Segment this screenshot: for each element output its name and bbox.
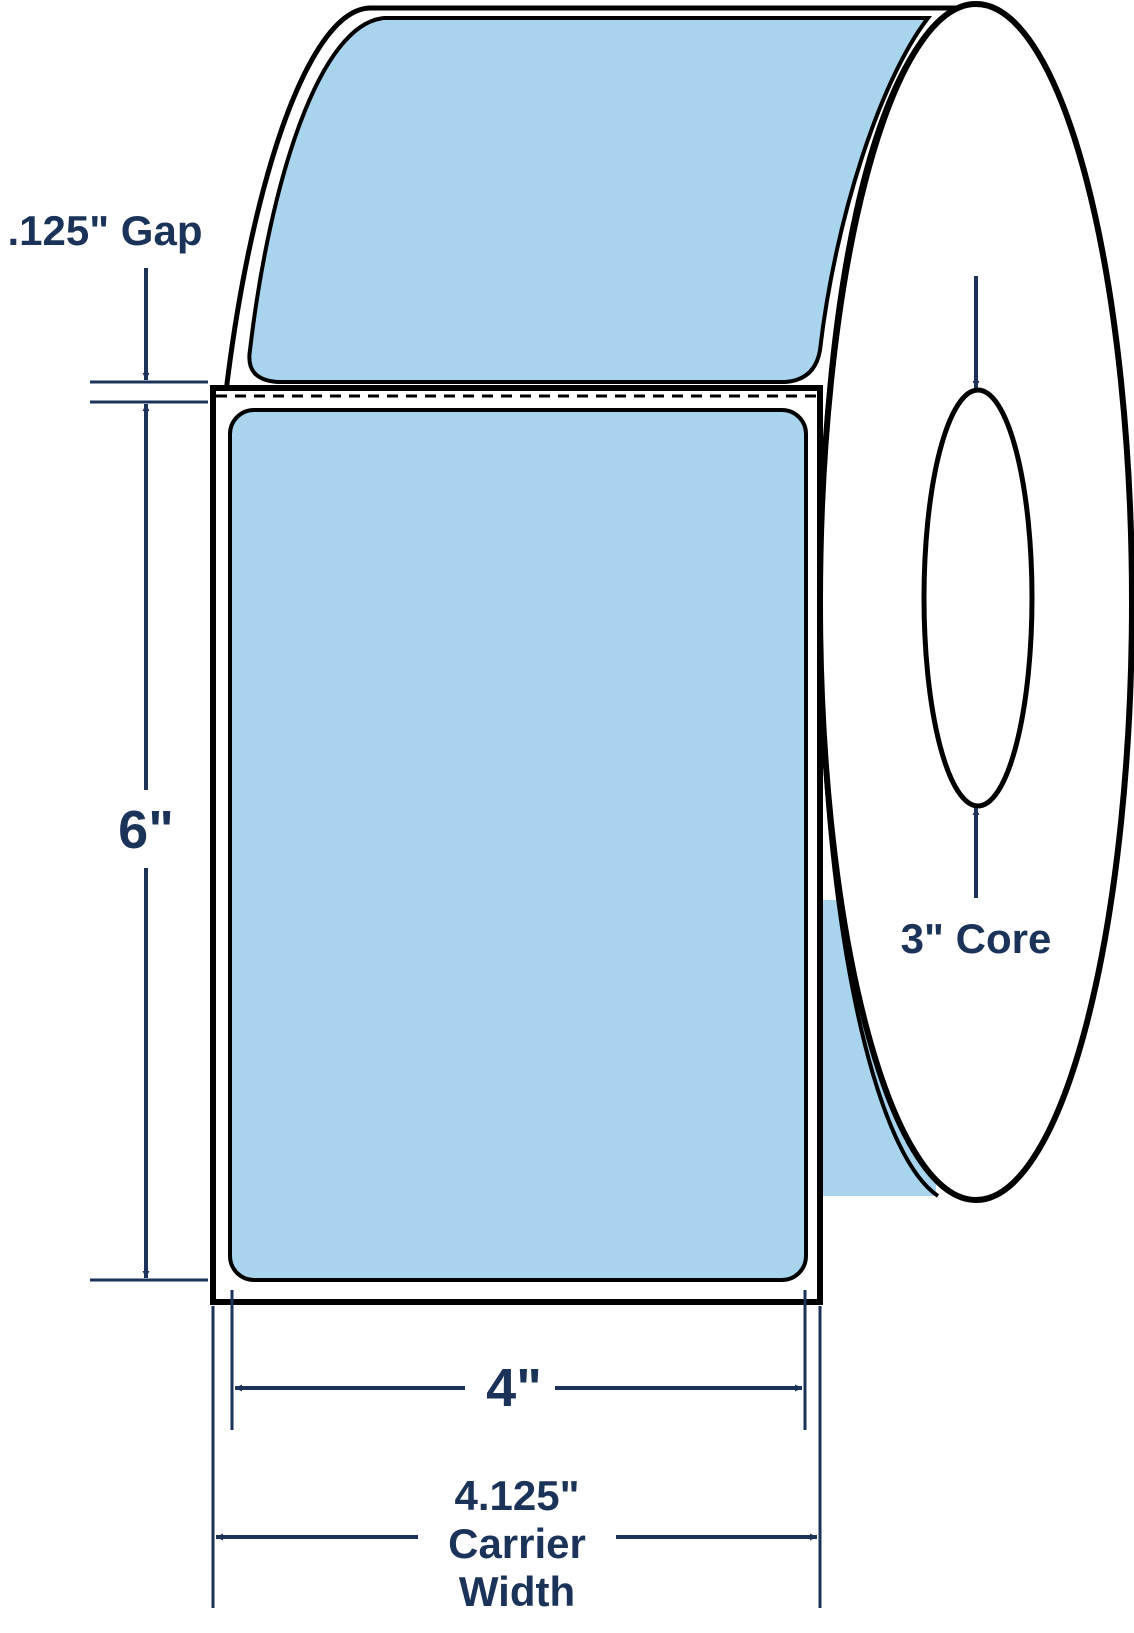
- carrier-width-label-line2: Carrier: [448, 1520, 586, 1567]
- carrier-width-label-line1: 4.125": [454, 1472, 579, 1519]
- main-label: [228, 408, 808, 1282]
- top-label: [247, 16, 933, 384]
- label-width-label: 4": [486, 1358, 542, 1418]
- carrier-width-label-line3: Width: [459, 1568, 575, 1615]
- core-hole: [921, 387, 1035, 809]
- height-label: 6": [118, 800, 174, 860]
- core-label: 3" Core: [901, 915, 1052, 962]
- gap-label: .125" Gap: [7, 207, 202, 254]
